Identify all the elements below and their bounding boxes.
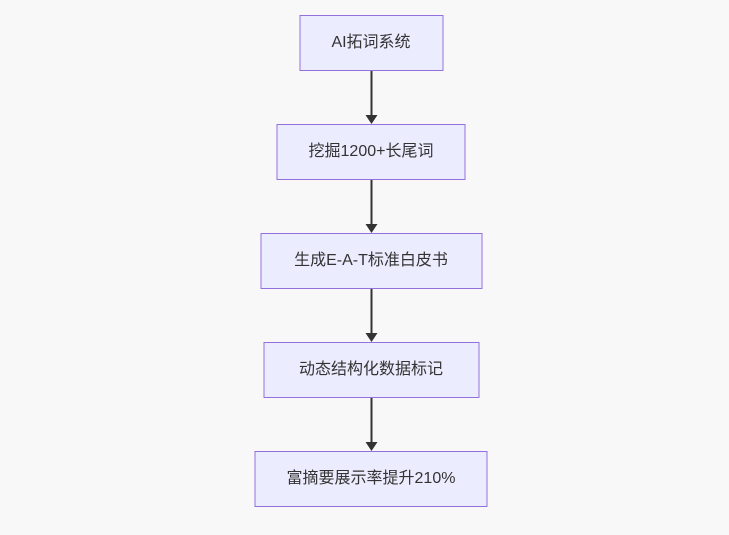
arrow-line — [370, 71, 372, 115]
arrow-connector-4 — [365, 398, 377, 451]
flowchart: AI拓词系统 挖掘1200+长尾词 生成E-A-T标准白皮书 动态结构化数据标记… — [254, 15, 488, 507]
flow-node-longtail-mining: 挖掘1200+长尾词 — [276, 124, 466, 180]
arrow-down-icon — [365, 442, 377, 451]
flow-node-structured-data-markup: 动态结构化数据标记 — [263, 342, 479, 398]
arrow-connector-1 — [365, 71, 377, 124]
arrow-line — [370, 180, 372, 224]
arrow-down-icon — [365, 224, 377, 233]
flow-node-ai-keyword-system: AI拓词系统 — [299, 15, 443, 71]
arrow-line — [370, 289, 372, 333]
arrow-line — [370, 398, 372, 442]
flow-node-eat-whitepaper: 生成E-A-T标准白皮书 — [260, 233, 482, 289]
arrow-down-icon — [365, 115, 377, 124]
arrow-connector-3 — [365, 289, 377, 342]
arrow-connector-2 — [365, 180, 377, 233]
arrow-down-icon — [365, 333, 377, 342]
flow-node-rich-snippet-result: 富摘要展示率提升210% — [254, 451, 488, 507]
